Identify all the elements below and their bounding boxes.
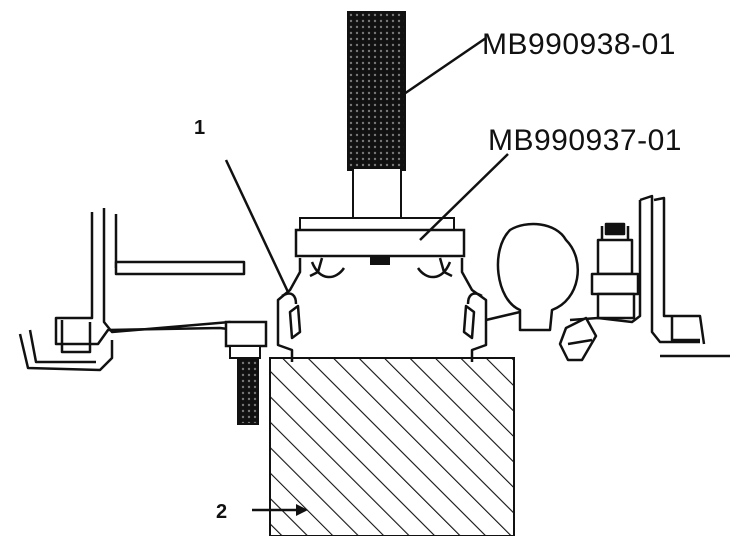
leader-callout-1 [224, 159, 290, 293]
arrowhead-callout-2 [296, 504, 308, 516]
tool-plate [294, 217, 466, 265]
right-body-panel [485, 194, 730, 362]
threaded-rod [347, 11, 406, 221]
label-tool-upper: MB990938-01 [482, 28, 676, 61]
left-bolt [224, 320, 268, 425]
leader-tool-lower [419, 153, 509, 241]
label-tool-lower: MB990937-01 [488, 124, 682, 157]
callout-2: 2 [216, 501, 227, 523]
leader-lines [224, 36, 509, 516]
strut-mount [276, 257, 488, 362]
callout-1: 1 [194, 117, 205, 139]
labels: MB990938-01 MB990937-01 1 2 [194, 28, 682, 523]
left-body-panel [18, 208, 246, 372]
leader-tool-upper [403, 36, 487, 96]
press-block [269, 357, 515, 536]
